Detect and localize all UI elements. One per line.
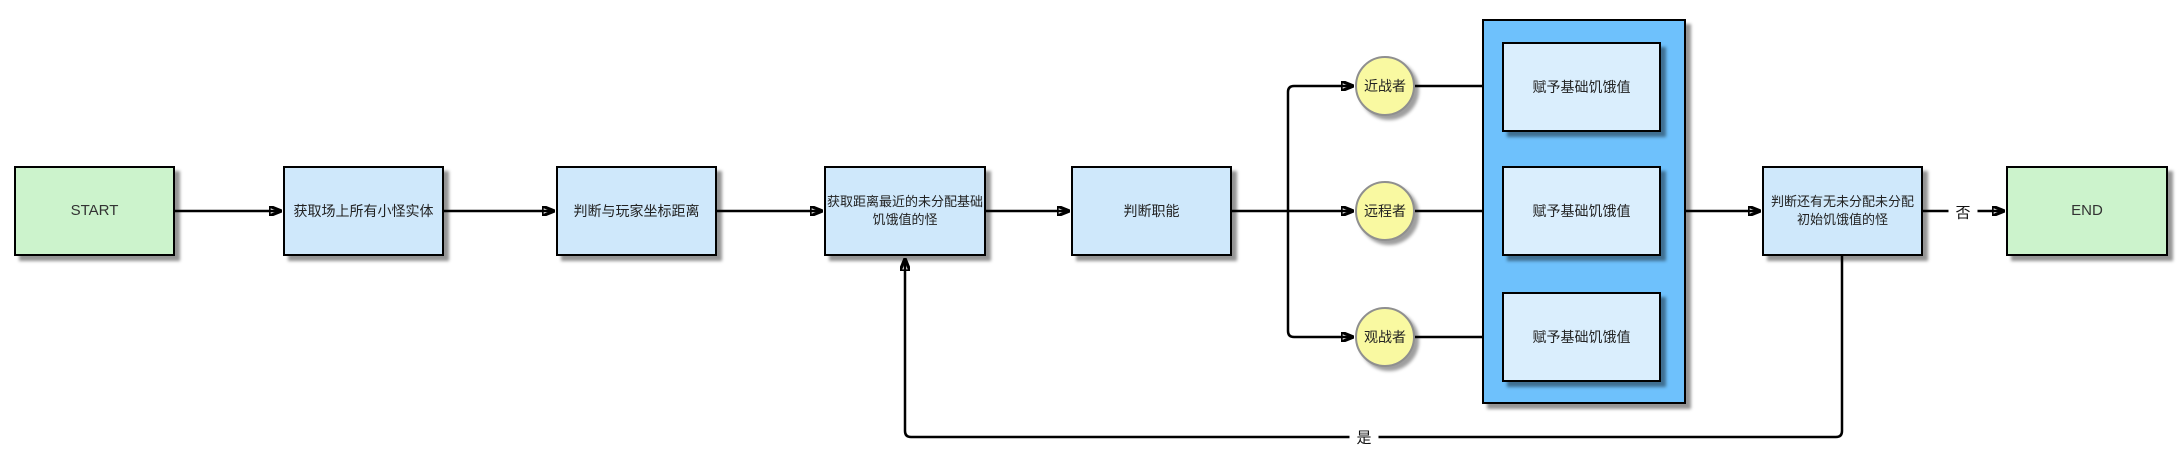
assign-melee-label: 赋予基础饥饿值	[1532, 79, 1631, 95]
ranged-role-label: 远程者	[1364, 203, 1406, 219]
check-remaining-label: 判断还有无未分配未分配初始饥饿值的怪	[1770, 194, 1914, 227]
check-remaining-node: 判断还有无未分配未分配初始饥饿值的怪	[1762, 166, 1923, 256]
end-node-label: END	[2071, 201, 2103, 219]
spectator-role-label: 观战者	[1364, 329, 1406, 345]
ranged-role-node: 远程者	[1355, 181, 1415, 241]
assign-ranged-label: 赋予基础饥饿值	[1532, 203, 1631, 219]
edge-label-yes: 是	[1349, 426, 1379, 448]
judge-role-node: 判断职能	[1071, 166, 1232, 256]
start-node-label: START	[70, 201, 119, 219]
edge-branch-up-to-melee	[1286, 86, 1353, 211]
judge-role-label: 判断职能	[1123, 202, 1180, 219]
edge-branch-down-to-spectator	[1286, 211, 1353, 337]
get-nearest-label: 获取距离最近的未分配基础饥饿值的怪	[827, 194, 984, 227]
get-all-monsters-label: 获取场上所有小怪实体	[293, 202, 434, 219]
assign-melee-node: 赋予基础饥饿值	[1502, 42, 1661, 132]
judge-distance-label: 判断与玩家坐标距离	[573, 202, 700, 219]
assign-ranged-node: 赋予基础饥饿值	[1502, 166, 1661, 256]
judge-distance-node: 判断与玩家坐标距离	[556, 166, 717, 256]
get-nearest-node: 获取距离最近的未分配基础饥饿值的怪	[824, 166, 986, 256]
get-all-monsters-node: 获取场上所有小怪实体	[283, 166, 444, 256]
assign-spectator-node: 赋予基础饥饿值	[1502, 292, 1661, 382]
assign-spectator-label: 赋予基础饥饿值	[1532, 329, 1631, 345]
edge-label-no: 否	[1948, 201, 1978, 223]
spectator-role-node: 观战者	[1355, 307, 1415, 367]
end-node: END	[2006, 166, 2168, 256]
assign-group-container: 赋予基础饥饿值 赋予基础饥饿值 赋予基础饥饿值	[1482, 19, 1686, 404]
melee-role-node: 近战者	[1355, 56, 1415, 116]
melee-role-label: 近战者	[1364, 78, 1406, 94]
start-node: START	[14, 166, 175, 256]
